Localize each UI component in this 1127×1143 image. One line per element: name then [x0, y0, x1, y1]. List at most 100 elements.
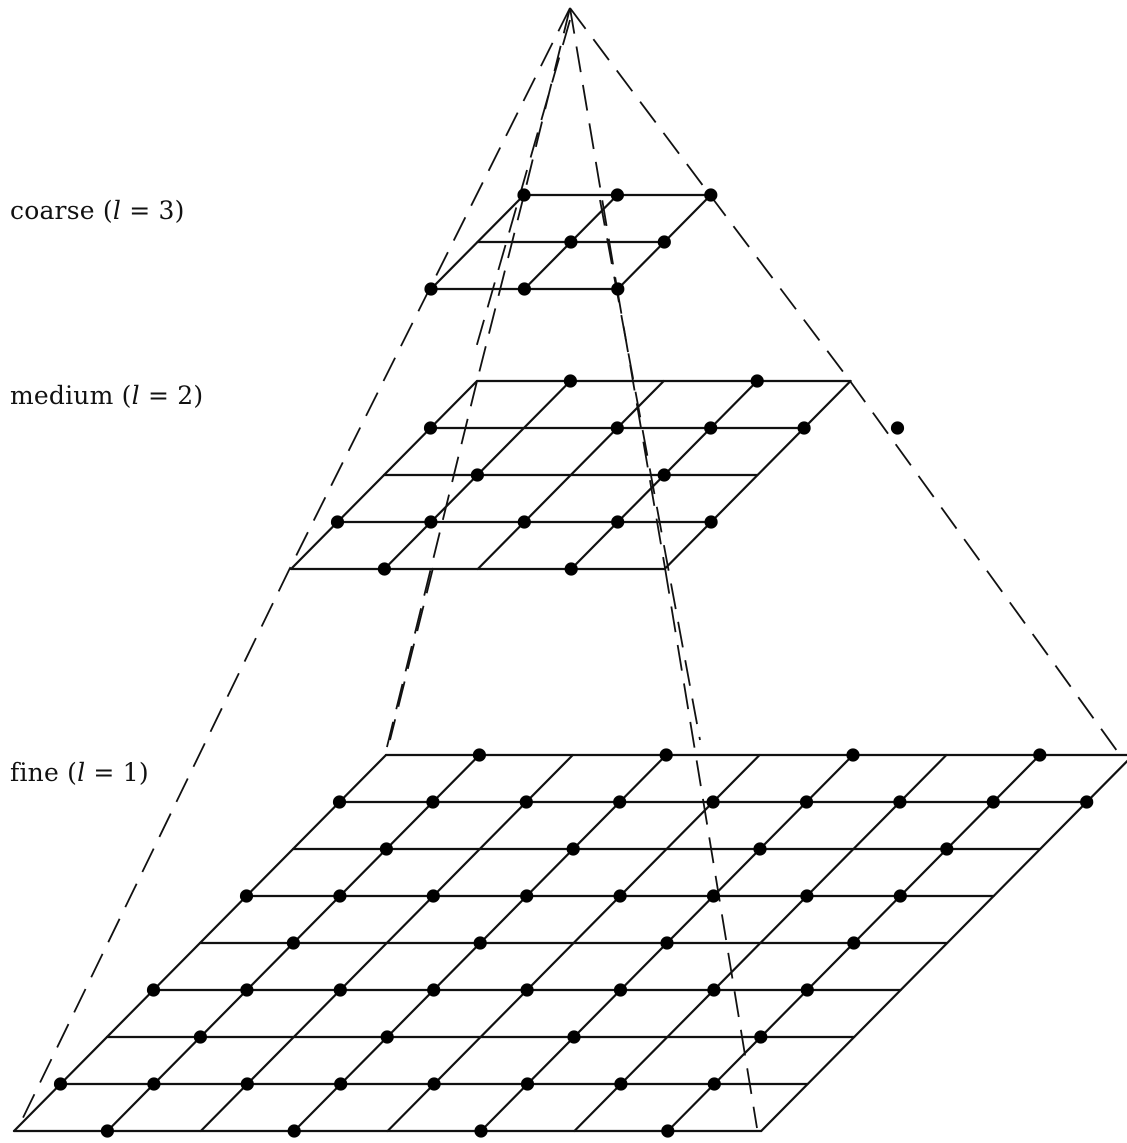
- grid-node: [427, 1077, 441, 1091]
- grid-node: [563, 374, 578, 388]
- grid-node: [240, 983, 254, 997]
- projection-line: [475, 19, 571, 349]
- grid-col-line: [386, 753, 761, 1133]
- grid-node: [754, 1030, 768, 1044]
- level-equals: =: [85, 758, 123, 787]
- grid-node: [610, 421, 624, 435]
- grid-node: [753, 842, 767, 856]
- level-name: coarse: [10, 196, 95, 225]
- grid-node: [800, 983, 814, 997]
- grid-node: [893, 795, 907, 809]
- level-label-coarse: coarse (l = 3): [10, 196, 185, 225]
- level-value: 2: [177, 381, 194, 410]
- grid-node: [517, 515, 531, 529]
- grid-node: [797, 421, 811, 435]
- grid-medium: [289, 379, 852, 571]
- grid-node: [377, 562, 391, 576]
- grid-node: [146, 983, 161, 997]
- projection-line: [709, 194, 851, 382]
- grid-node: [239, 889, 254, 903]
- grid-node: [611, 515, 625, 529]
- grid-node: [517, 282, 532, 296]
- grid-node: [707, 983, 721, 997]
- grid-node: [470, 468, 484, 482]
- grid-node: [704, 515, 718, 529]
- grid-node: [799, 795, 814, 809]
- grid-node: [520, 983, 534, 997]
- grid-node: [424, 282, 438, 296]
- grid-node: [893, 889, 907, 903]
- grid-node: [564, 562, 578, 576]
- grid-node: [614, 1077, 628, 1091]
- grid-node: [706, 795, 720, 809]
- nodes-coarse: [424, 188, 718, 296]
- grid-node: [564, 235, 578, 249]
- grid-node: [750, 374, 764, 388]
- projection-line: [389, 567, 434, 741]
- level-value: 3: [158, 196, 175, 225]
- level-symbol: l: [112, 196, 122, 225]
- grid-node: [846, 748, 860, 762]
- grid-col-line: [199, 753, 574, 1133]
- grid-node: [520, 889, 534, 903]
- grid-node: [472, 748, 486, 762]
- grid-node: [707, 1077, 721, 1091]
- grid-node: [240, 1077, 254, 1091]
- grid-node: [474, 1124, 488, 1138]
- projection-line: [569, 7, 711, 196]
- level-symbol: l: [77, 758, 86, 787]
- grid-node: [380, 1030, 394, 1044]
- grid-node: [330, 515, 345, 529]
- projection-line: [599, 199, 701, 741]
- grid-node: [566, 842, 580, 856]
- grid-node: [520, 1077, 535, 1091]
- grid-node: [286, 936, 300, 950]
- grid-col-line: [429, 193, 526, 291]
- grid-node: [334, 1077, 348, 1091]
- grid-node: [706, 889, 721, 903]
- grid-node: [610, 188, 625, 202]
- grid-node: [704, 188, 718, 202]
- projection-line: [569, 7, 618, 289]
- grid-node: [193, 1030, 207, 1044]
- grid-node: [1033, 748, 1047, 762]
- grid-node: [332, 795, 347, 809]
- grid-node: [424, 515, 438, 529]
- grid-node: [890, 421, 905, 435]
- grid-node: [940, 842, 954, 856]
- grid-node: [567, 1030, 581, 1044]
- projection-line: [17, 567, 291, 1129]
- grid-node: [426, 795, 440, 809]
- grid-node: [800, 889, 814, 903]
- grid-node: [613, 983, 628, 997]
- grid-nodes: [53, 188, 1094, 1138]
- level-value: 1: [122, 758, 139, 787]
- grid-node: [287, 1124, 301, 1138]
- grid-col-line: [573, 753, 948, 1133]
- grid-col-line: [476, 379, 665, 571]
- level-symbol: l: [131, 381, 140, 410]
- grid-node: [613, 889, 627, 903]
- grid-node: [613, 795, 627, 809]
- projection-line: [384, 380, 478, 756]
- grid-node: [379, 842, 393, 856]
- grid-node: [986, 795, 1000, 809]
- projection-line: [849, 380, 1121, 756]
- nodes-medium: [330, 374, 905, 576]
- grid-node: [611, 282, 625, 296]
- grid-node: [147, 1077, 161, 1091]
- grid-node: [657, 468, 671, 482]
- grid-node: [423, 421, 438, 435]
- level-name: fine: [10, 758, 59, 787]
- grid-node: [517, 188, 531, 202]
- grid-fine: [12, 753, 1127, 1133]
- grid-node: [333, 889, 347, 903]
- nodes-fine: [53, 748, 1094, 1138]
- grid-node: [427, 983, 441, 997]
- level-equals: =: [139, 381, 178, 410]
- projection-line: [429, 7, 571, 289]
- grid-col-line: [760, 759, 1127, 1133]
- level-equals: =: [121, 196, 159, 225]
